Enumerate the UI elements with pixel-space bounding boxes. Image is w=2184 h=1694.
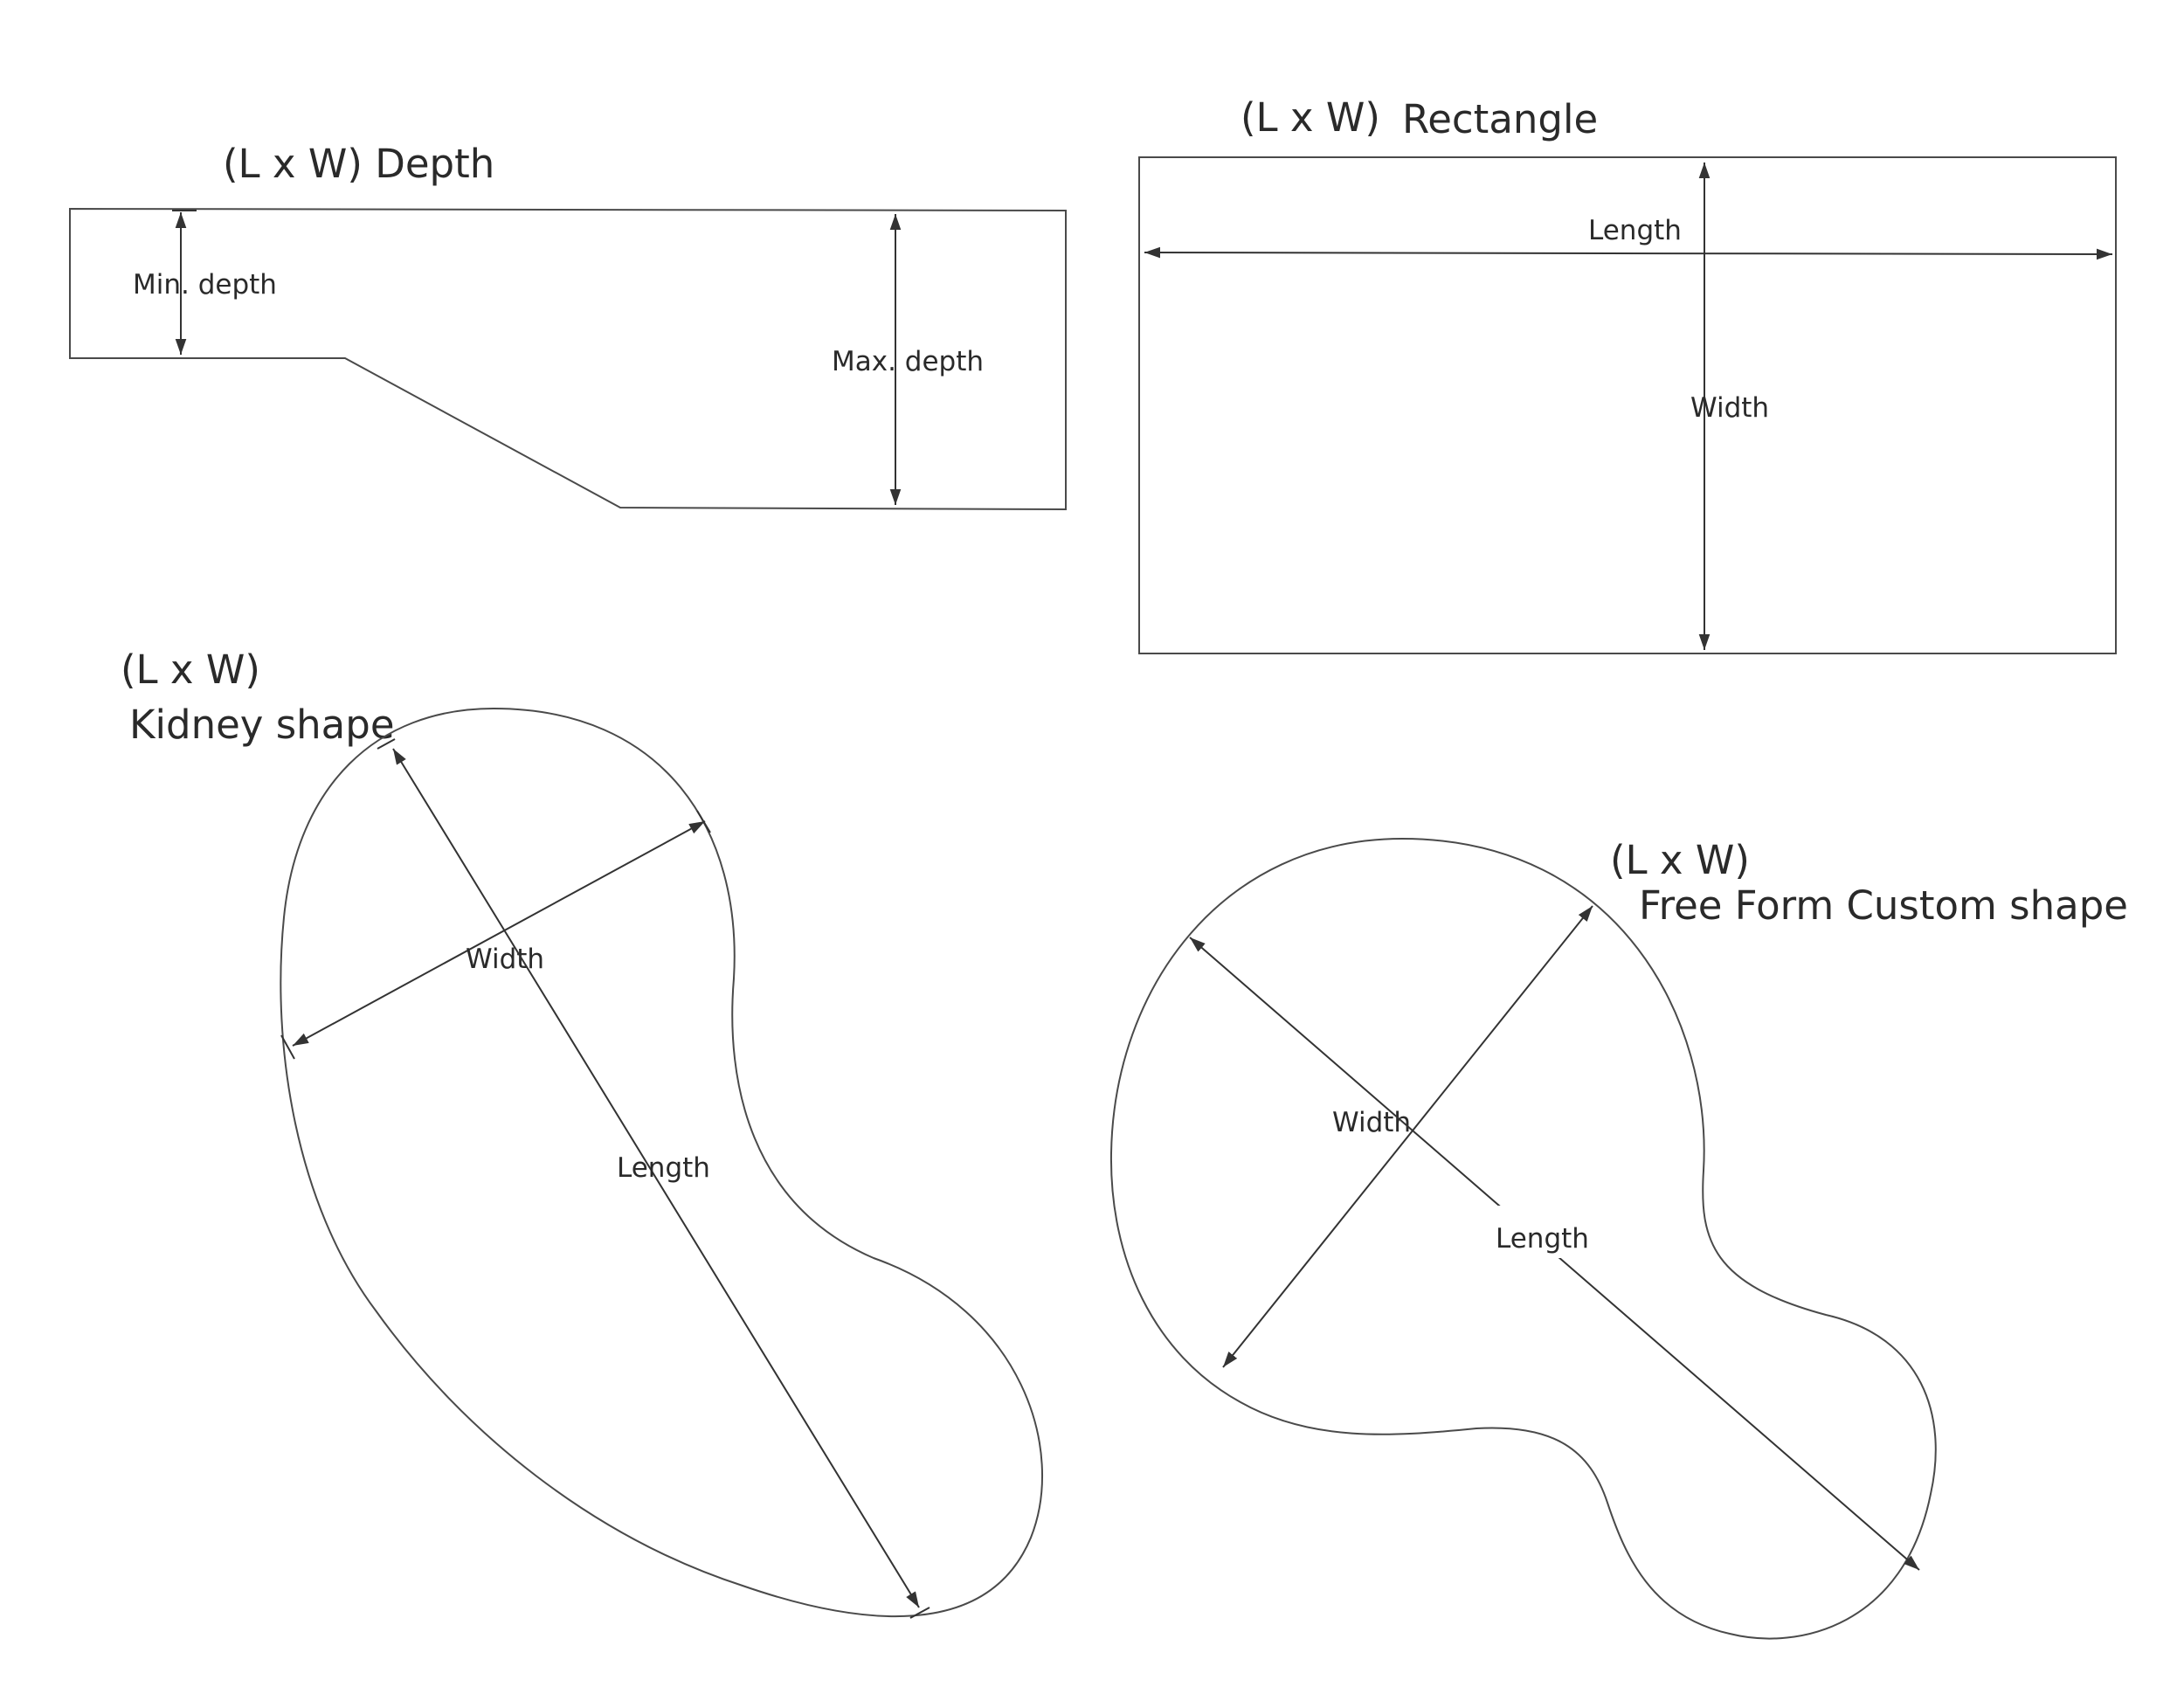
kidney-width-label: Width (466, 944, 544, 975)
kidney-length-label: Length (617, 1152, 710, 1184)
freeform-length-label-gap (1485, 1206, 1625, 1258)
kidney-length-tick-end (909, 1607, 930, 1619)
kidney-title-line2: Kidney shape (129, 702, 395, 748)
kidney-title-line1: (L x W) (121, 646, 260, 693)
rectangle-title-prefix: (L x W) (1241, 94, 1380, 141)
depth-profile-outline (69, 207, 1067, 511)
rectangle-length-label: Length (1588, 215, 1682, 246)
rectangle-length-arrow (1144, 246, 2113, 260)
rectangle-panel: (L x W) Rectangle Length Width (1138, 94, 2117, 654)
kidney-panel: (L x W) Kidney shape Width Length (121, 646, 1043, 1619)
rectangle-outline (1138, 156, 2117, 654)
kidney-width-arrow (292, 820, 706, 1047)
kidney-width-tick-start (280, 1034, 295, 1060)
min-depth-label: Min. depth (133, 269, 277, 301)
kidney-length-arrow (392, 748, 920, 1608)
kidney-length-tick-start (377, 738, 396, 750)
freeform-title-line1: (L x W) (1610, 837, 1750, 883)
freeform-width-label: Width (1332, 1107, 1411, 1138)
rectangle-width-label: Width (1690, 392, 1769, 424)
kidney-width-tick-end (696, 810, 711, 833)
depth-panel: (L x W) Depth Min. depth Max. depth (69, 141, 1067, 511)
depth-title: (L x W) Depth (223, 141, 494, 187)
freeform-length-label: Length (1496, 1223, 1589, 1255)
max-depth-label: Max. depth (832, 346, 984, 377)
freeform-title-line2: Free Form Custom shape (1639, 882, 2128, 929)
freeform-panel: (L x W) Free Form Custom shape Width Len… (1109, 837, 2128, 1640)
rectangle-title: Rectangle (1402, 96, 1598, 142)
